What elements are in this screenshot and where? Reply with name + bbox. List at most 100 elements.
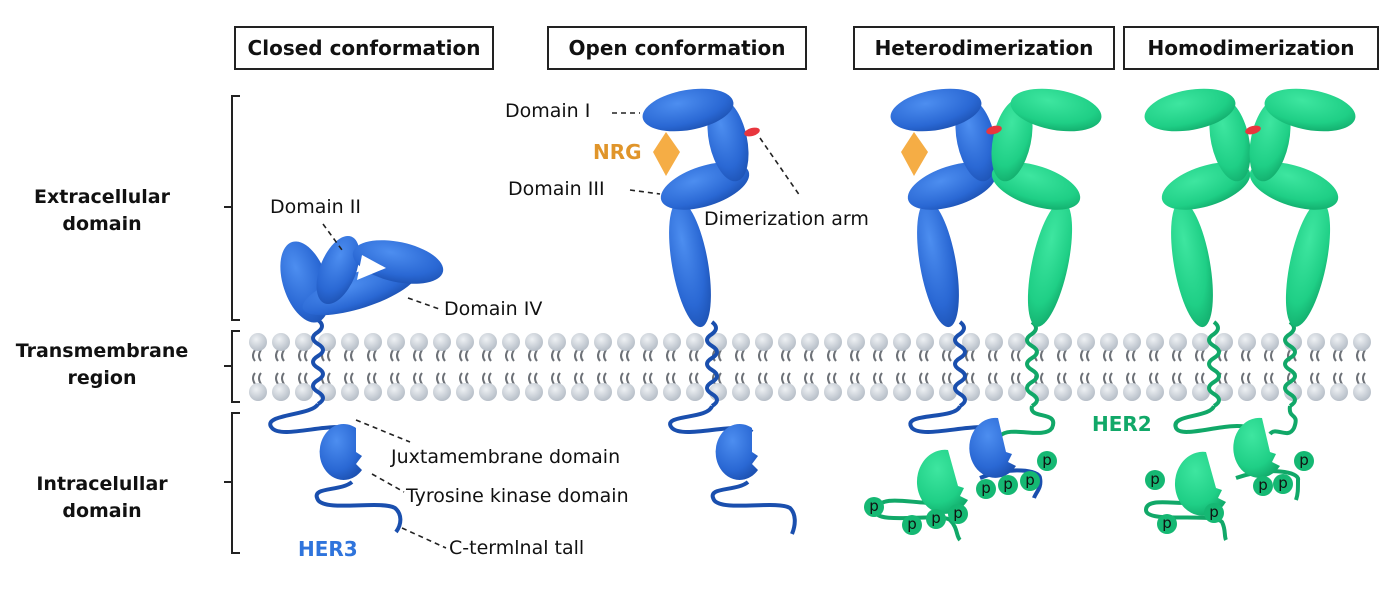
bracket-intracellular: [224, 412, 240, 554]
phosphate-icon: [1204, 503, 1224, 523]
lipid-tail: [896, 372, 906, 385]
kinase-domain: [319, 423, 362, 480]
lipid-head: [663, 333, 681, 351]
label-domain-iv: Domain IV: [444, 298, 543, 320]
lipid-head: [341, 383, 359, 401]
her2-domain-iv: [1027, 201, 1073, 327]
lipid-head: [1008, 383, 1026, 401]
domain-iv-blob: [669, 200, 711, 328]
header-heterodimerization: Heterodimerization: [853, 26, 1115, 70]
leader-juxtamembrane: [355, 419, 411, 443]
transmembrane-helix: [311, 318, 325, 406]
lipid-head: [1146, 333, 1164, 351]
lipid-tail: [344, 349, 354, 362]
label-domain-iii: Domain III: [508, 178, 605, 200]
lipid-tail: [1011, 372, 1021, 385]
label-juxtamembrane: Juxtamembrane domain: [391, 446, 621, 468]
leader-domain-iii: [629, 189, 661, 195]
lipid-head: [847, 383, 865, 401]
label-nrg: NRG: [593, 140, 642, 164]
lipid-head: [479, 333, 497, 351]
her2-kinase-left: [1174, 451, 1226, 516]
lipid-tail: [1057, 349, 1067, 362]
lipid-tail: [574, 372, 584, 385]
bracket-extracellular: [224, 95, 240, 321]
lipid-tail: [1172, 372, 1182, 385]
lipid-head: [847, 333, 865, 351]
lipid-head: [364, 333, 382, 351]
lipid-tail: [1356, 372, 1366, 385]
region-transmembrane-line1: Transmembrane: [15, 340, 189, 362]
phosphate-icon: [976, 479, 996, 499]
kinase-domain: [715, 423, 758, 480]
phosphate-icon: [1145, 470, 1165, 490]
phosphate-label: p: [931, 509, 941, 527]
lipid-tail: [804, 372, 814, 385]
her2-c-terminal-left: [1143, 500, 1228, 541]
phosphate-icon: [1294, 451, 1314, 471]
dimerization-arm: [744, 127, 760, 137]
lipid-tail: [873, 349, 883, 362]
lipid-tail: [643, 349, 653, 362]
lipid-head: [893, 333, 911, 351]
lipid-head: [1054, 333, 1072, 351]
lipid-bilayer: [249, 333, 1371, 401]
leader-dimerization-arm: [759, 137, 801, 197]
lipid-head: [456, 383, 474, 401]
region-intracellular-line2: domain: [62, 500, 142, 522]
lipid-head: [962, 333, 980, 351]
lipid-tail: [942, 349, 952, 362]
label-c-terminal: C-termlnal tall: [449, 537, 585, 559]
lipid-tail: [804, 349, 814, 362]
lipid-tail: [873, 372, 883, 385]
lipid-tail: [1172, 349, 1182, 362]
lipid-tail: [298, 349, 308, 362]
region-brackets: [224, 95, 240, 554]
her2-domain-ii: [991, 98, 1033, 182]
lipid-head: [433, 333, 451, 351]
lipid-tail: [781, 372, 791, 385]
phosphate-label: p: [1209, 503, 1219, 521]
her3-open: [612, 88, 801, 535]
lipid-head: [1169, 333, 1187, 351]
label-domain-ii: Domain II: [270, 196, 361, 218]
lipid-tail: [390, 372, 400, 385]
lipid-tail: [1057, 372, 1067, 385]
lipid-tail: [344, 372, 354, 385]
phosphate-icon: [948, 504, 968, 524]
lipid-tail: [275, 372, 285, 385]
lipid-head: [571, 333, 589, 351]
lipid-tail: [919, 372, 929, 385]
her2-domain-i: [1010, 88, 1102, 132]
lipid-tail: [413, 372, 423, 385]
lipid-head: [1077, 333, 1095, 351]
lipid-head: [571, 383, 589, 401]
lipid-tail: [574, 349, 584, 362]
lipid-head: [686, 333, 704, 351]
lipid-tail: [643, 372, 653, 385]
lipid-head: [548, 383, 566, 401]
lipid-head: [594, 333, 612, 351]
lipid-head: [479, 383, 497, 401]
c-terminal-tail: [710, 480, 797, 535]
lipid-head: [410, 333, 428, 351]
lipid-head: [364, 383, 382, 401]
lipid-tail: [1264, 349, 1274, 362]
her3-domain-i: [890, 88, 982, 132]
lipid-tail: [827, 349, 837, 362]
lipid-head: [456, 333, 474, 351]
lipid-head: [525, 383, 543, 401]
lipid-head: [502, 333, 520, 351]
her2-domain-iv-right: [1285, 201, 1331, 327]
lipid-tail: [1011, 349, 1021, 362]
label-tyrosine-kinase: Tyrosine kinase domain: [406, 485, 629, 507]
lipid-head: [1238, 333, 1256, 351]
lipid-head: [640, 333, 658, 351]
lipid-tail: [1310, 349, 1320, 362]
lipid-tail: [1195, 349, 1205, 362]
lipid-head: [962, 383, 980, 401]
lipid-head: [732, 383, 750, 401]
lipid-tail: [965, 349, 975, 362]
lipid-tail: [528, 349, 538, 362]
her3-kinase: [969, 417, 1016, 478]
